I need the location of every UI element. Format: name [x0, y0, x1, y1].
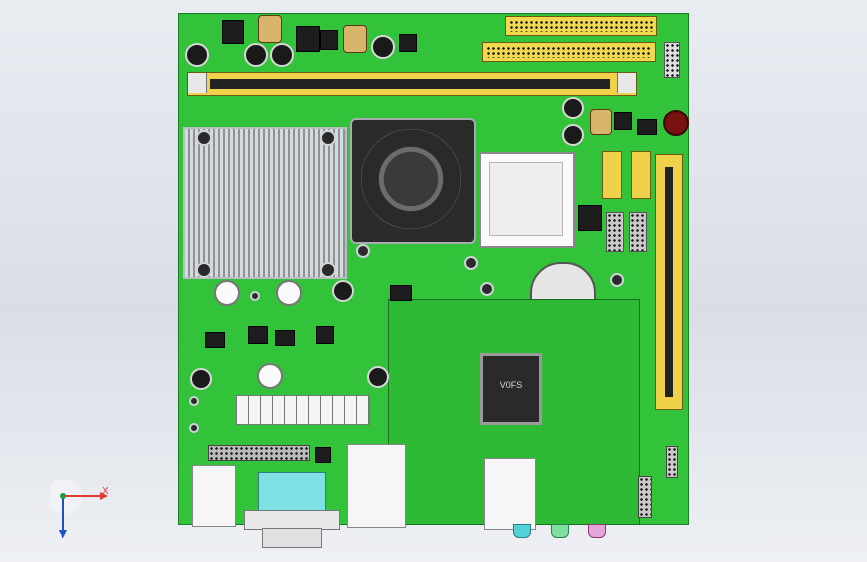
southbridge-chip — [479, 152, 575, 248]
standoff-white — [214, 280, 240, 306]
chip-small-1 — [222, 20, 244, 44]
mount-hole — [196, 262, 212, 278]
chip-small-8 — [390, 285, 412, 301]
inductor-3 — [590, 109, 612, 135]
component-round — [610, 273, 624, 287]
mount-hole — [320, 262, 336, 278]
chip-small-9 — [205, 332, 225, 348]
header-pins-mid-1 — [606, 212, 624, 252]
capacitor-7 — [332, 280, 354, 302]
capacitor-6 — [562, 124, 584, 146]
header-pins-mid-2 — [629, 212, 647, 252]
front-panel-header — [208, 445, 310, 461]
chip-marking: V0FS — [499, 380, 523, 390]
mount-hole — [320, 130, 336, 146]
component-round — [464, 256, 478, 270]
northbridge-heatsink — [183, 127, 347, 279]
sata-connector-2 — [631, 151, 651, 199]
chip-small-13 — [315, 447, 331, 463]
mount-hole — [356, 244, 370, 258]
capacitor-3 — [270, 43, 294, 67]
chip-small-3 — [320, 30, 338, 50]
chip-small-7 — [578, 205, 602, 231]
axis-origin — [60, 493, 66, 499]
header-pins-bottom — [638, 476, 652, 518]
pci-slot — [655, 154, 683, 410]
chip-small-6 — [637, 119, 657, 135]
x-axis-label: X — [102, 486, 109, 497]
cpu-fan-housing — [350, 118, 476, 244]
header-pins-top-right — [664, 42, 680, 78]
dimm-slot — [187, 72, 637, 96]
capacitor-2 — [244, 43, 268, 67]
ide-connector-second — [482, 42, 656, 62]
standoff-white — [257, 363, 283, 389]
main-qfp-chip: V0FS — [480, 353, 542, 425]
vga-bracket — [244, 510, 340, 530]
standoff-white — [276, 280, 302, 306]
chip-small-4 — [399, 34, 417, 52]
component-round — [480, 282, 494, 296]
y-axis-head — [59, 530, 67, 538]
serial-port-block — [347, 444, 406, 528]
mount-hole — [250, 291, 260, 301]
x-axis-head — [100, 492, 108, 500]
capacitor-5 — [562, 97, 584, 119]
power-connector — [236, 395, 370, 425]
audio-jack-green — [551, 524, 569, 538]
header-pins-right — [666, 446, 678, 478]
capacitor-8 — [190, 368, 212, 390]
power-led — [663, 110, 689, 136]
mount-hole — [189, 423, 199, 433]
ide-connector-top — [505, 16, 657, 36]
mount-hole — [189, 396, 199, 406]
chip-small-12 — [316, 326, 334, 344]
inductor-2 — [343, 25, 367, 53]
y-axis-label: Y — [59, 530, 66, 541]
vga-port — [258, 472, 326, 514]
capacitor-4 — [371, 35, 395, 59]
chip-small-2 — [296, 26, 320, 52]
capacitor-1 — [185, 43, 209, 67]
sata-connector-1 — [602, 151, 622, 199]
mount-hole — [196, 130, 212, 146]
audio-jack-pink — [588, 524, 606, 538]
usb-port-stack — [192, 465, 236, 527]
chip-small-5 — [614, 112, 632, 130]
capacitor-9 — [367, 366, 389, 388]
axis-triad — [50, 480, 108, 538]
chip-small-11 — [275, 330, 295, 346]
inductor-1 — [258, 15, 282, 43]
ethernet-port — [484, 458, 536, 530]
audio-jack-blue — [513, 524, 531, 538]
chip-small-10 — [248, 326, 268, 344]
vga-hood — [262, 528, 322, 548]
